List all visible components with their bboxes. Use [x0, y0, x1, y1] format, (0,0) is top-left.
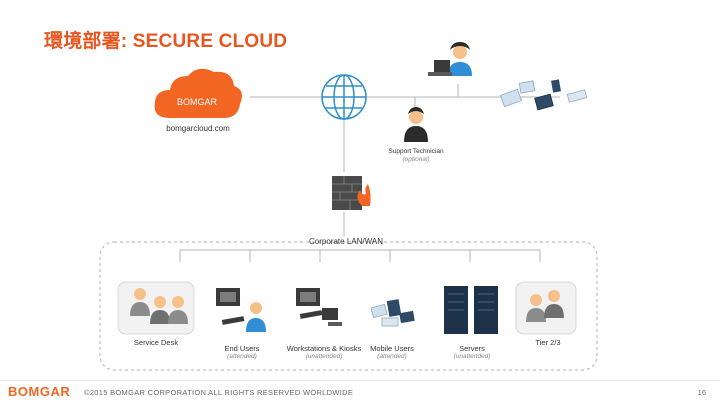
firewall-icon [332, 176, 371, 210]
servers-label: Servers [459, 344, 485, 353]
support-technician-label: Support Technician [388, 148, 444, 155]
copyright-text: ©2015 BOMGAR CORPORATION ALL RIGHTS RESE… [84, 388, 354, 397]
mobile-users-label: Mobile Users [370, 344, 414, 353]
service-desk-icon [117, 281, 195, 335]
tier-group-icon [515, 281, 577, 335]
servers-sublabel: (unattended) [453, 353, 491, 360]
cloud-logo-text: BOMGAR [177, 97, 218, 107]
servers-icon [444, 286, 498, 334]
support-technician-sublabel: (optional) [402, 156, 430, 163]
end-users-label: End Users [224, 344, 260, 353]
end-users-sublabel: (attended) [227, 353, 257, 360]
workstations-sublabel: (unattended) [305, 353, 343, 360]
workstations-label: Workstations & Kiosks [286, 344, 362, 353]
lan-boundary [99, 241, 598, 371]
footer-divider [0, 380, 720, 381]
network-diagram: BOMGAR bomgarcloud.com [99, 42, 598, 371]
cloud-domain-label: bomgarcloud.com [166, 124, 230, 133]
bomgar-cloud-icon [154, 68, 242, 118]
mobile-users-icon [370, 299, 415, 327]
remote-rep-laptop-icon [428, 42, 472, 76]
page-title: 環境部署: SECURE CLOUD [44, 31, 288, 52]
tier-label: Tier 2/3 [535, 338, 561, 347]
mobile-users-sublabel: (attended) [377, 353, 407, 360]
page-number: 16 [697, 388, 706, 397]
footer-logo: BOMGAR [8, 384, 71, 399]
lan-label: Corporate LAN/WAN [309, 237, 383, 246]
workstations-icon [296, 288, 342, 326]
support-technician-icon [404, 107, 428, 142]
end-users-icon [216, 288, 266, 332]
connection-lines [179, 84, 560, 262]
service-desk-label: Service Desk [133, 338, 179, 347]
remote-devices-icon [499, 79, 588, 111]
globe-icon [321, 74, 367, 120]
